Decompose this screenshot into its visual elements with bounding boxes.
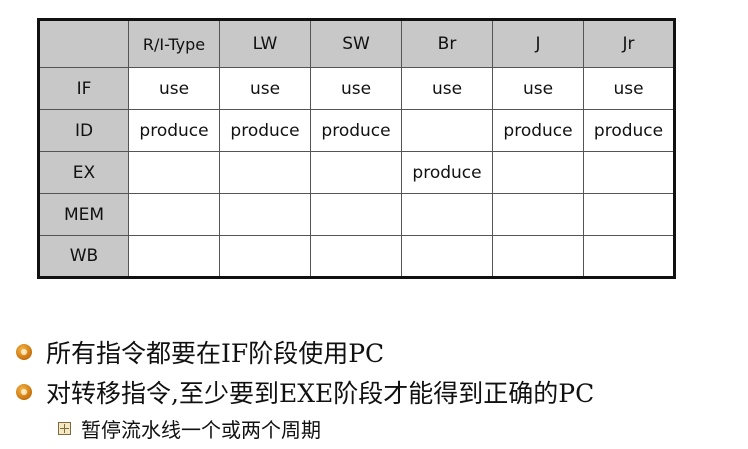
column-header-jr: Jr	[583, 19, 675, 68]
table-cell	[492, 151, 584, 194]
table-cell: produce	[219, 109, 311, 152]
table-row-wb: WB	[38, 235, 675, 278]
table-cell: produce	[128, 109, 220, 152]
table-header-row: R/I-Type LW SW Br J Jr	[38, 19, 675, 68]
column-header-sw: SW	[310, 19, 402, 68]
table-cell: produce	[310, 109, 402, 152]
table-cell	[219, 151, 311, 194]
table-cell: produce	[492, 109, 584, 152]
table-cell	[128, 193, 220, 236]
orange-bullet-icon	[16, 344, 32, 360]
table-row-if: IF use use use use use use	[38, 67, 675, 110]
column-header-br: Br	[401, 19, 493, 68]
row-header-ex: EX	[38, 151, 129, 194]
table-cell	[492, 235, 584, 278]
column-header-lw: LW	[219, 19, 311, 68]
bullet-item: 所有指令都要在IF阶段使用PC	[16, 332, 736, 372]
table-cell	[583, 235, 675, 278]
row-header-if: IF	[38, 67, 129, 110]
table-row-ex: EX produce	[38, 151, 675, 194]
square-bullet-icon	[58, 421, 71, 435]
bullet-list: 所有指令都要在IF阶段使用PC 对转移指令,至少要到EXE阶段才能得到正确的PC…	[16, 332, 736, 444]
table-corner-cell	[38, 19, 129, 68]
table-cell	[310, 193, 402, 236]
bullet-text: 所有指令都要在IF阶段使用PC	[46, 339, 385, 368]
row-header-id: ID	[38, 109, 129, 152]
table-cell	[128, 235, 220, 278]
table-cell: use	[401, 67, 493, 110]
table-cell: use	[219, 67, 311, 110]
table-cell: produce	[401, 151, 493, 194]
bullet-item: 对转移指令,至少要到EXE阶段才能得到正确的PC	[16, 372, 736, 412]
table-row-mem: MEM	[38, 193, 675, 236]
table-cell	[219, 235, 311, 278]
table-cell	[401, 193, 493, 236]
table-cell: use	[492, 67, 584, 110]
sub-bullet-item: 暂停流水线一个或两个周期	[58, 412, 736, 444]
pipeline-pc-usage-table: R/I-Type LW SW Br J Jr IF use use use us…	[37, 18, 676, 279]
table-cell	[583, 151, 675, 194]
table-cell: use	[128, 67, 220, 110]
sub-bullet-text: 暂停流水线一个或两个周期	[81, 417, 321, 442]
table-cell: use	[310, 67, 402, 110]
table-cell: use	[583, 67, 675, 110]
table-cell	[310, 151, 402, 194]
table-cell	[583, 193, 675, 236]
orange-bullet-icon	[16, 384, 32, 400]
bullet-text: 对转移指令,至少要到EXE阶段才能得到正确的PC	[46, 379, 595, 408]
table-cell	[492, 193, 584, 236]
table-cell	[310, 235, 402, 278]
table-cell: produce	[583, 109, 675, 152]
row-header-mem: MEM	[38, 193, 129, 236]
table-cell	[219, 193, 311, 236]
row-header-wb: WB	[38, 235, 129, 278]
table-cell	[401, 235, 493, 278]
column-header-ri-type: R/I-Type	[128, 19, 220, 68]
table-cell	[401, 109, 493, 152]
column-header-j: J	[492, 19, 584, 68]
table-row-id: ID produce produce produce produce produ…	[38, 109, 675, 152]
table-cell	[128, 151, 220, 194]
